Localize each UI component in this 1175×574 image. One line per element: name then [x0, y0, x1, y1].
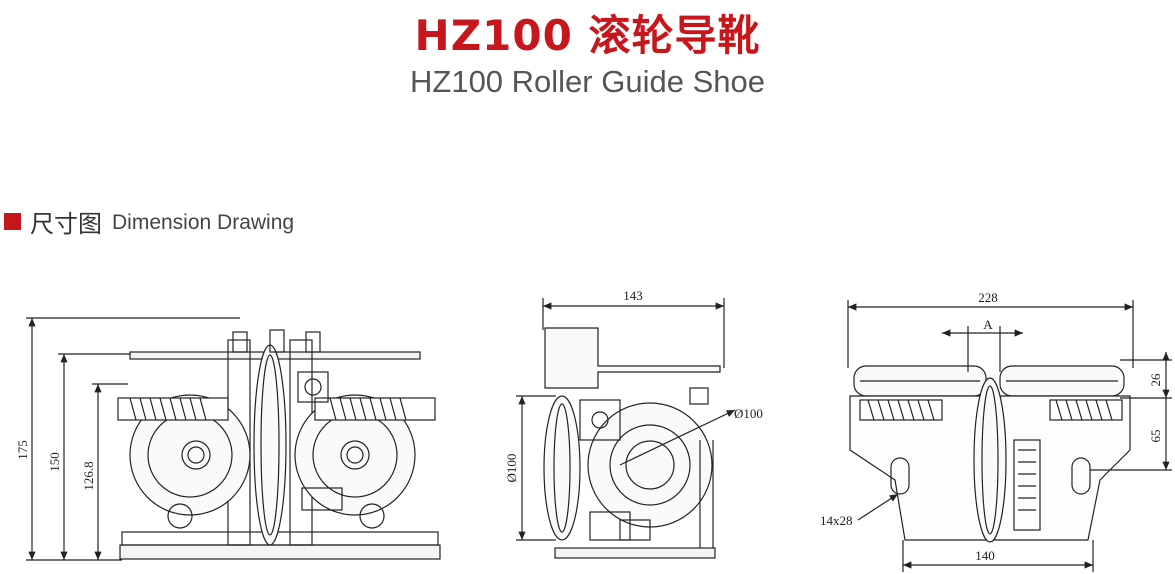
dim-26-label: 26 [1148, 373, 1163, 387]
dim-175-label: 175 [15, 440, 30, 460]
dim-A-label: A [983, 317, 993, 332]
dim-228-label: 228 [978, 290, 998, 305]
section-label-en: Dimension Drawing [112, 211, 295, 234]
dim-phi100-left-label: Ø100 [504, 454, 519, 483]
section-label-cn: 尺寸图 [30, 209, 102, 238]
dim-150-label: 150 [47, 452, 62, 472]
top-view-drawing [847, 300, 1172, 572]
dim-126-8-label: 126.8 [81, 461, 96, 490]
dim-140-label: 140 [975, 548, 995, 563]
dim-phi100-wheel-label: Ø100 [734, 406, 763, 421]
dim-143-label: 143 [623, 288, 643, 303]
front-view-drawing [26, 317, 441, 561]
red-square-icon [4, 212, 21, 230]
dim-65-label: 65 [1148, 430, 1163, 443]
section-heading: 尺寸图 Dimension Drawing [4, 203, 294, 239]
side-view-drawing [516, 298, 736, 559]
dim-14x28-label: 14x28 [820, 513, 853, 528]
title-english: HZ100 Roller Guide Shoe [410, 64, 765, 99]
title-chinese: HZ100 滚轮导靴 [414, 11, 761, 60]
